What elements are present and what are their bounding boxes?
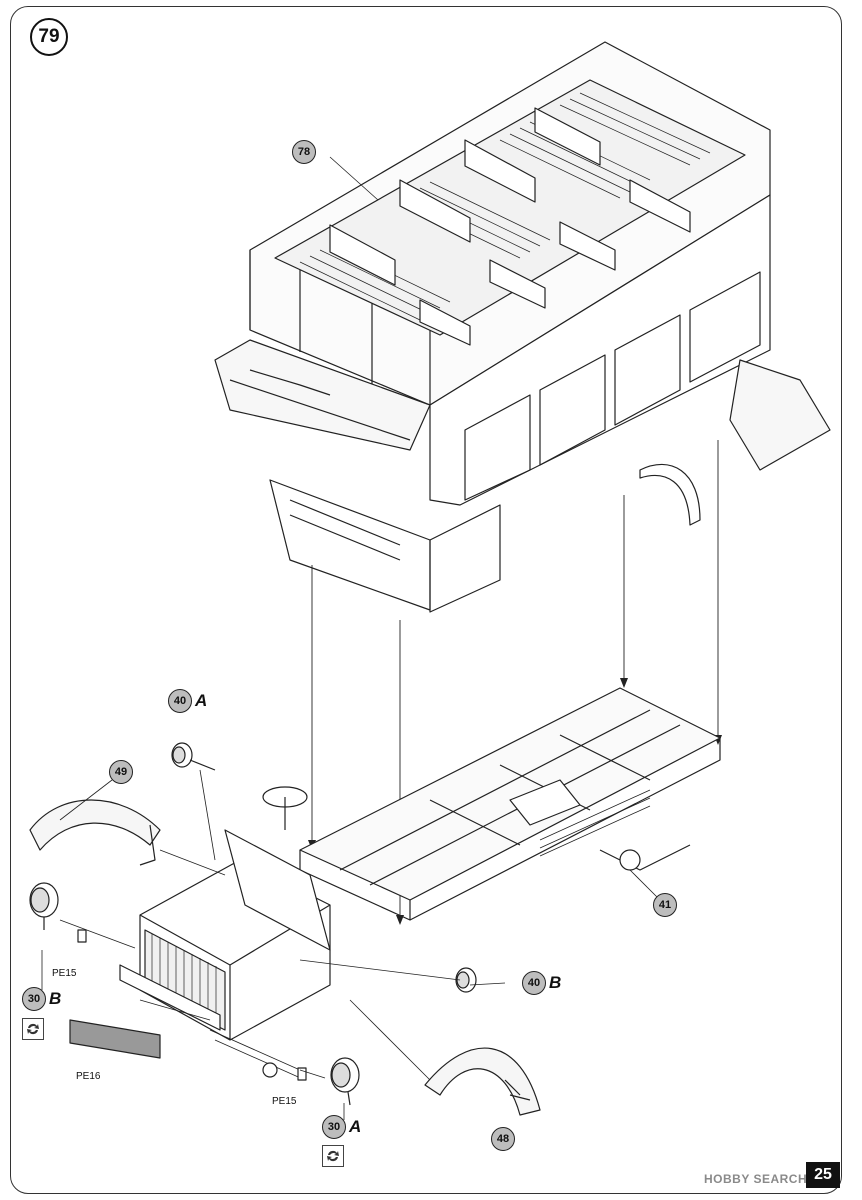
variant-letter: A (349, 1117, 362, 1136)
pe15-label-right: PE15 (272, 1096, 297, 1107)
part-number-badge: 49 (109, 760, 133, 784)
part-number-badge: 30 (322, 1115, 346, 1139)
front-mudguard-right (424, 1047, 541, 1116)
front-mudguard-left (29, 799, 161, 851)
variant-letter: A (195, 691, 208, 710)
pe15-label-left: PE15 (52, 968, 77, 979)
callout-78: 78 (292, 140, 316, 164)
bonnet-and-radiator (119, 829, 331, 1081)
part-number-badge: 30 (22, 987, 46, 1011)
turn-arrows-icon (322, 1145, 344, 1167)
callout-49: 49 (109, 760, 133, 784)
headlamp-30a (330, 1057, 360, 1106)
page-number: 25 (806, 1162, 840, 1188)
callout-40b: 40 B (522, 971, 561, 995)
headlamp-30b (29, 882, 59, 930)
lamp-40a (171, 742, 216, 771)
pe16-part (69, 1019, 161, 1059)
step-number-badge: 79 (30, 18, 68, 56)
lamp-40b (455, 967, 477, 993)
variant-letter: B (49, 989, 62, 1008)
callout-40a: 40 A (168, 689, 207, 713)
part-number-badge: 40 (168, 689, 192, 713)
bus-body-upper-deck (214, 41, 831, 613)
part-number-badge: 78 (292, 140, 316, 164)
part-number-badge: 40 (522, 971, 546, 995)
part-number-badge: 48 (491, 1127, 515, 1151)
watermark: HOBBY SEARCH (704, 1172, 808, 1186)
step-number: 79 (30, 18, 68, 56)
callout-30a: 30 A (322, 1115, 361, 1139)
pe15-left-part (77, 929, 87, 943)
callout-30b: 30 B (22, 987, 61, 1011)
turn-arrows-icon (22, 1018, 44, 1040)
variant-letter: B (549, 973, 562, 992)
part-number-badge: 41 (653, 893, 677, 917)
callout-48: 48 (491, 1127, 515, 1151)
pe16-label: PE16 (76, 1071, 101, 1082)
callout-41: 41 (653, 893, 677, 917)
chassis-frame (262, 687, 721, 921)
pe15-right-part (297, 1067, 307, 1081)
